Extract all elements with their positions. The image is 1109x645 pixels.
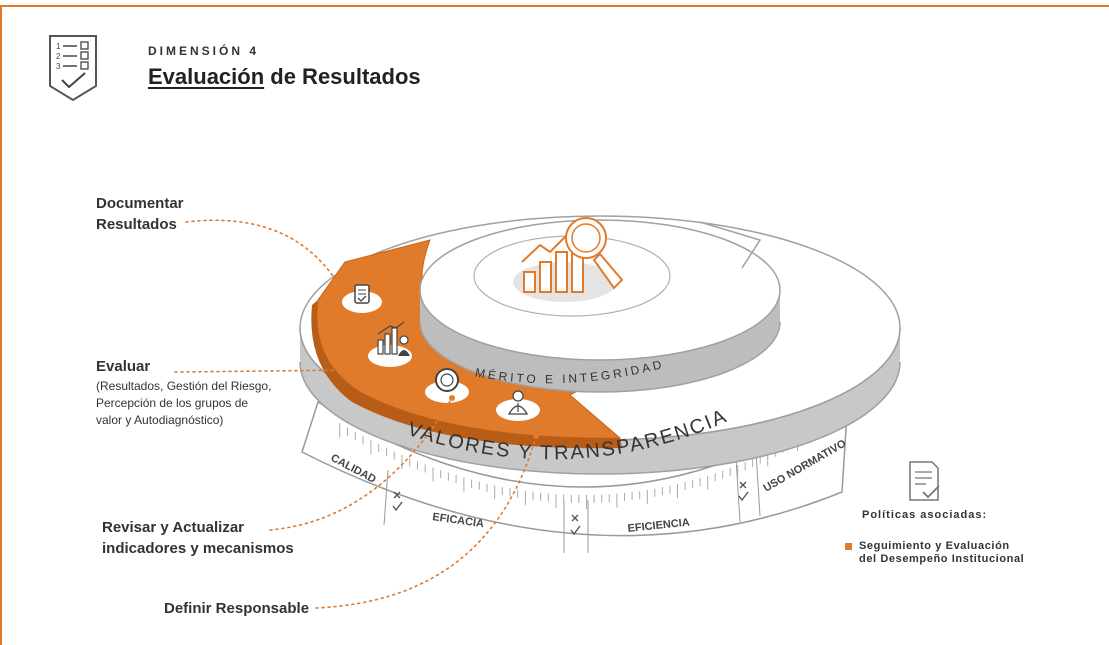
policy-text-line-1: Seguimiento y Evaluación [859,540,1010,552]
step-evaluar-title: Evaluar [96,358,151,375]
step-evaluar-detail-line-2: Percepción de los grupos de [96,396,249,410]
leader-revisar [269,397,453,531]
policy-bullet [845,543,852,550]
document-check-icon [342,284,382,313]
title-rest: de Resultados [264,64,421,89]
leader-endpoints [334,281,539,439]
step-revisar-line-2: indicadores y mecanismos [102,540,294,557]
policy-text: Seguimiento y Evaluación del Desempeño I… [859,540,1024,566]
ruler-ticks [339,419,828,509]
chart-person-icon [368,321,412,367]
person-icon [496,390,540,421]
policy-item: Seguimiento y Evaluación del Desempeño I… [845,540,1024,566]
svg-text:2: 2 [56,52,61,61]
leader-lines [174,219,537,609]
bar-chart-magnifier-icon [521,217,624,293]
frame-left-border [0,5,2,645]
step-definir-label: Definir Responsable [164,600,310,617]
step-revisar-label: Revisar y Actualizar indicadores y mecan… [102,517,294,559]
policies-heading: Políticas asociadas: [862,509,988,521]
step-documentar-line-2: Resultados [96,216,177,233]
title-underlined-word: Evaluación [148,64,265,89]
step-evaluar-detail: (Resultados, Gestión del Riesgo, Percepc… [96,378,271,429]
refresh-circle-icon [425,368,469,403]
leader-definir [315,435,537,609]
svg-text:1: 1 [56,42,61,51]
cross-check-icon [570,514,581,536]
document-check-icon [909,461,940,501]
page-title: Evaluación de Resultados [148,64,421,90]
step-documentar-line-1: Documentar [96,195,184,212]
step-documentar-label: Documentar Resultados [96,193,184,235]
svg-text:3: 3 [56,62,61,71]
cross-check-icon [392,491,403,512]
step-revisar-line-1: Revisar y Actualizar [102,519,245,536]
dimension-label: DIMENSIÓN 4 [148,44,260,58]
cross-check-icon [738,481,749,502]
policy-text-line-2: del Desempeño Institucional [859,553,1025,565]
numbered-checklist-icon: 1 2 3 [49,35,97,102]
leader-documentar [185,219,338,283]
step-evaluar-detail-line-3: valor y Autodiagnóstico) [96,413,224,427]
step-evaluar-detail-line-1: (Resultados, Gestión del Riesgo, [96,379,272,393]
leader-evaluar [174,369,361,373]
frame-top-border [0,5,1109,7]
